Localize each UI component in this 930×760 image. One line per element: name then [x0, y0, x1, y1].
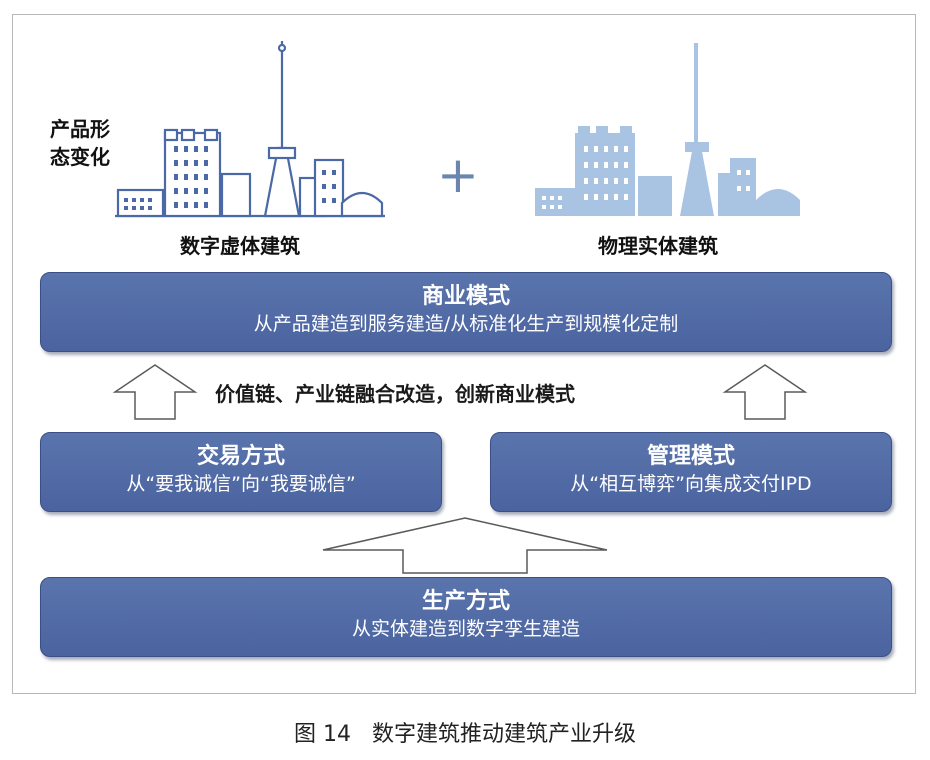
right-up-arrow — [720, 362, 810, 422]
business-model-title: 商业模式 — [41, 283, 891, 311]
digital-building-label: 数字虚体建筑 — [180, 230, 300, 259]
management-mode-box: 管理模式 从“相互博弈”向集成交付IPD — [490, 432, 892, 512]
physical-building-label: 物理实体建筑 — [598, 230, 718, 259]
trading-mode-box: 交易方式 从“要我诚信”向“我要诚信” — [40, 432, 442, 512]
management-mode-title: 管理模式 — [491, 443, 891, 471]
digital-building-illustration — [110, 38, 390, 223]
business-model-subtitle: 从产品建造到服务建造/从标准化生产到规模化定制 — [41, 311, 891, 337]
physical-building-illustration — [530, 38, 810, 223]
business-model-box: 商业模式 从产品建造到服务建造/从标准化生产到规模化定制 — [40, 272, 892, 352]
production-mode-title: 生产方式 — [41, 588, 891, 616]
product-form-change-label: 产品形 态变化 — [50, 115, 110, 171]
figure-caption: 图 14 数字建筑推动建筑产业升级 — [0, 716, 930, 748]
trading-mode-subtitle: 从“要我诚信”向“我要诚信” — [41, 471, 441, 497]
management-mode-subtitle: 从“相互博弈”向集成交付IPD — [491, 471, 891, 497]
production-mode-box: 生产方式 从实体建造到数字孪生建造 — [40, 577, 892, 657]
center-up-arrow — [315, 515, 615, 577]
trading-mode-title: 交易方式 — [41, 443, 441, 471]
production-mode-subtitle: 从实体建造到数字孪生建造 — [41, 616, 891, 642]
value-chain-text: 价值链、产业链融合改造，创新商业模式 — [215, 378, 575, 407]
left-up-arrow — [110, 362, 200, 422]
plus-symbol: + — [437, 150, 479, 200]
